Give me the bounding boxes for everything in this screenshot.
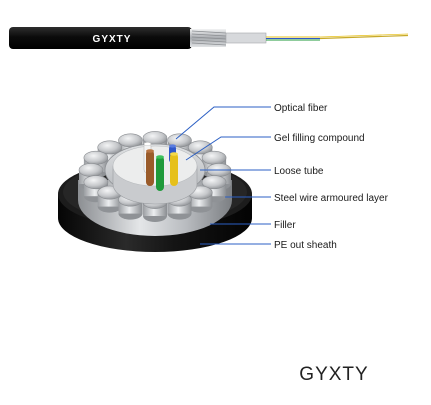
steel-wire — [188, 185, 213, 213]
stripped-loose-tube — [225, 32, 267, 44]
cable-cross-section — [58, 131, 252, 252]
stripped-fibers — [266, 33, 409, 41]
steel-wire — [167, 192, 192, 220]
stripped-steel-wires — [190, 29, 227, 47]
label-steel-wire-armoured-layer: Steel wire armoured layer — [274, 193, 389, 204]
label-pe-out-sheath: PE out sheath — [274, 240, 337, 251]
optical-fibers — [143, 142, 178, 191]
leader-gel-filling — [185, 136, 271, 161]
cable-strip: GYXTY — [9, 27, 409, 49]
fiber-brown — [146, 149, 154, 186]
label-loose-tube: Loose tube — [274, 166, 324, 177]
gel-filling-compound — [112, 145, 198, 187]
fiber-green — [156, 155, 164, 191]
label-gel-filling-compound: Gel filling compound — [274, 133, 365, 144]
cable-print-text: GYXTY — [93, 34, 132, 45]
cable-outer-jacket — [9, 27, 192, 49]
label-optical-fiber: Optical fiber — [274, 103, 328, 114]
leader-lines — [175, 106, 271, 245]
label-filler: Filler — [274, 220, 296, 231]
fiber-yellow — [170, 152, 178, 186]
model-caption: GYXTY — [299, 364, 368, 385]
leader-optical-fiber — [175, 106, 271, 140]
component-labels: Optical fiber Gel filling compound Loose… — [274, 103, 389, 251]
